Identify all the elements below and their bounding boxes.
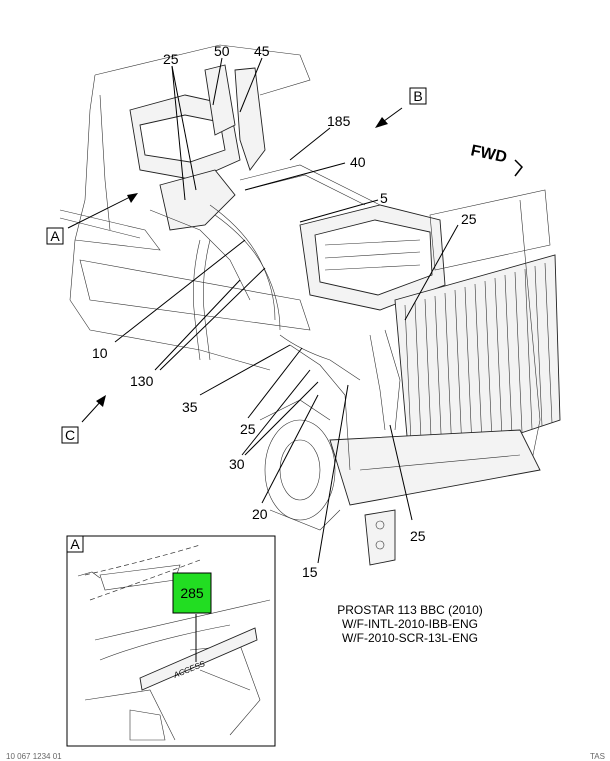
access-decal: [139, 627, 258, 691]
model-caption: PROSTAR 113 BBC (2010) W/F-INTL-2010-IBB…: [337, 603, 483, 645]
footer-drawing-id: 10 067 1234 01: [6, 752, 62, 761]
fwd-label: FWD: [469, 142, 508, 166]
callout-5: 5: [380, 190, 388, 206]
view-label-c: C: [61, 426, 79, 444]
caption-line-1: PROSTAR 113 BBC (2010): [337, 603, 483, 617]
engine-illustration: [59, 44, 561, 566]
callout-25-right: 25: [461, 211, 477, 227]
view-arrow-c: [81, 395, 106, 423]
callout-10: 10: [92, 345, 108, 361]
view-arrow-b: [375, 107, 403, 128]
leader-lines: [114, 57, 459, 564]
caption-line-2: W/F-INTL-2010-IBB-ENG: [342, 617, 478, 631]
callout-130: 130: [130, 373, 154, 389]
radiator-fins: [404, 262, 553, 466]
view-label-b-text: B: [413, 88, 422, 104]
view-label-b: B: [409, 87, 427, 105]
view-label-a-text: A: [50, 228, 60, 244]
view-arrow-a: [67, 193, 138, 229]
callout-25-bottom: 25: [410, 528, 426, 544]
callout-25-top: 25: [163, 51, 179, 67]
view-label-a: A: [46, 227, 64, 245]
detail-view-a-label: A: [70, 536, 80, 552]
callout-35: 35: [182, 399, 198, 415]
callout-185: 185: [327, 113, 351, 129]
callout-30: 30: [229, 456, 245, 472]
forward-direction-indicator: FWD: [469, 142, 523, 177]
footer: 10 067 1234 01 TAS: [6, 752, 605, 761]
callout-50: 50: [214, 43, 230, 59]
callout-40: 40: [350, 154, 366, 170]
footer-code: TAS: [590, 752, 605, 761]
callout-numbers: 25 50 45 185 40 5 25 10 130 35 25 30 20 …: [92, 43, 477, 580]
callout-15: 15: [302, 564, 318, 580]
view-label-c-text: C: [65, 427, 75, 443]
callout-20: 20: [252, 506, 268, 522]
detail-view-a: A ACCESS 285: [66, 535, 276, 747]
part-285-label[interactable]: 285: [180, 585, 204, 601]
part-285-highlight[interactable]: [172, 572, 212, 614]
caption-line-3: W/F-2010-SCR-13L-ENG: [342, 631, 478, 645]
callout-45: 45: [254, 43, 270, 59]
callout-25-mid: 25: [240, 421, 256, 437]
